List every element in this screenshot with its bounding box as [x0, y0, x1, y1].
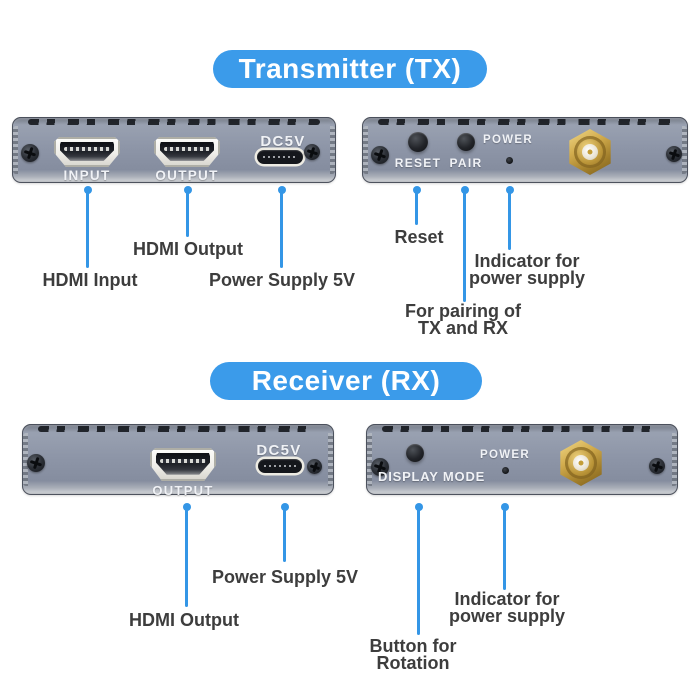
screw-icon [666, 146, 682, 162]
callout-line-pairing [463, 190, 466, 302]
screw-icon [304, 144, 320, 160]
side-fins-icon [13, 126, 18, 174]
reset-button-label: RESET [394, 156, 442, 170]
annotation-pairing: For pairing of TX and RX [393, 301, 533, 338]
antenna-connector-icon [558, 440, 604, 486]
pair-button-label: PAIR [449, 156, 483, 170]
annotation-rotation: Button for Rotation [343, 636, 483, 673]
hdmi-input-port-icon [54, 137, 120, 167]
hdmi-output-port-icon [150, 448, 216, 481]
transmitter-title-badge: Transmitter (TX) [213, 50, 487, 88]
callout-line-power-indicator [508, 190, 511, 250]
display-mode-button-label: DISPLAY MODE [378, 469, 486, 484]
side-fins-icon [367, 433, 372, 486]
callout-line-hdmi-output [186, 190, 189, 237]
annotation-reset: Reset [394, 227, 444, 247]
annotation-power-indicator-line2: power supply [448, 606, 565, 626]
pair-button-icon [457, 133, 475, 151]
vent-grille-icon [38, 426, 318, 432]
power-led-icon [502, 467, 509, 474]
callout-line-hdmi-input [86, 190, 89, 268]
tx-control-panel: RESET PAIR POWER [362, 117, 688, 183]
receiver-title-badge: Receiver (RX) [210, 362, 482, 400]
annotation-rotation-line1: Button for [369, 636, 457, 656]
antenna-connector-icon [567, 129, 613, 175]
hdmi-output-port-icon [154, 137, 220, 167]
rx-control-panel: DISPLAY MODE POWER [366, 424, 678, 495]
side-fins-icon [23, 433, 28, 486]
annotation-pairing-line1: For pairing of [405, 301, 521, 321]
hdmi-output-port-label: OUTPUT [155, 168, 219, 183]
annotation-power-indicator-line1: Indicator for [454, 589, 560, 609]
annotation-power-indicator-line2: power supply [468, 268, 585, 288]
power-led-label: POWER [480, 449, 530, 461]
annotation-hdmi-output: HDMI Output [129, 610, 239, 630]
usbc-port-icon [258, 459, 302, 473]
screw-icon [371, 458, 389, 476]
vent-grille-icon [378, 119, 672, 125]
hdmi-output-port-label: OUTPUT [152, 483, 214, 498]
usbc-port-icon [257, 150, 303, 164]
usbc-port-label: DC5V [256, 442, 302, 459]
screw-icon [27, 454, 45, 472]
tx-io-panel: INPUT OUTPUT DC5V [12, 117, 336, 183]
screw-icon [21, 144, 39, 162]
screw-icon [307, 459, 322, 474]
hdmi-input-port-label: INPUT [63, 168, 111, 183]
callout-line-hdmi-output [185, 507, 188, 607]
annotation-power-indicator: Indicator for power supply [437, 589, 577, 626]
power-led-label: POWER [483, 134, 533, 146]
side-fins-icon [682, 126, 687, 174]
side-fins-icon [328, 433, 333, 486]
vent-grille-icon [382, 426, 662, 432]
annotation-hdmi-input: HDMI Input [42, 270, 138, 290]
side-fins-icon [330, 126, 335, 174]
display-mode-button-icon [406, 444, 424, 462]
annotation-power-indicator-line1: Indicator for [474, 251, 580, 271]
callout-line-power-supply [280, 190, 283, 268]
screw-icon [649, 458, 665, 474]
callout-line-power-supply [283, 507, 286, 562]
rx-io-panel: OUTPUT DC5V [22, 424, 334, 498]
side-fins-icon [672, 433, 677, 486]
annotation-power-indicator: Indicator for power supply [457, 251, 597, 288]
annotation-power-supply: Power Supply 5V [208, 270, 356, 290]
annotation-pairing-line2: TX and RX [417, 318, 508, 338]
annotation-power-supply: Power Supply 5V [211, 567, 359, 587]
annotation-rotation-line2: Rotation [376, 653, 450, 673]
screw-icon [371, 146, 389, 164]
reset-button-icon [408, 132, 428, 152]
callout-line-rotation [417, 507, 420, 635]
callout-line-power-indicator [503, 507, 506, 590]
side-fins-icon [363, 126, 368, 174]
power-led-icon [506, 157, 513, 164]
callout-line-reset [415, 190, 418, 225]
vent-grille-icon [28, 119, 320, 125]
usbc-port-label: DC5V [260, 133, 306, 150]
annotation-hdmi-output: HDMI Output [133, 239, 243, 259]
